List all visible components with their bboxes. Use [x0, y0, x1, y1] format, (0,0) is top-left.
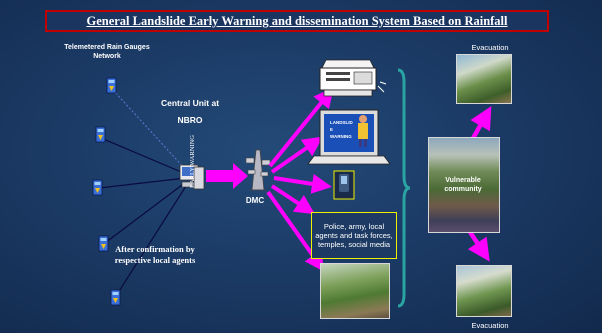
central-unit-label: Central Unit at NBRO: [160, 98, 220, 125]
gauge-link-5: [115, 185, 187, 297]
arrow-to-evacuation-top: [470, 106, 492, 142]
rain-gauge-icon: [95, 126, 106, 143]
rain-gauge-icon: [98, 235, 109, 252]
laptop-screen-text: LANDSLID: [330, 120, 353, 125]
arrow-to-laptop: [270, 136, 323, 174]
agents-label: Police, army, local agents and task forc…: [315, 222, 393, 249]
fax-icon: [319, 59, 387, 97]
field-agents-photo: [320, 263, 390, 319]
grouping-brace: [397, 68, 410, 308]
dmc-label: DMC: [245, 196, 265, 205]
tower-icon: [245, 149, 271, 191]
rain-gauge-icon: [110, 289, 121, 306]
title-box: General Landslide Early Warning and diss…: [45, 10, 549, 32]
evacuation-photo-bottom: [456, 265, 512, 317]
vulnerable-community-label: Vulnerable community: [444, 177, 482, 193]
laptop-screen-text-3: WARNING: [330, 134, 352, 139]
computer-icon: [179, 164, 205, 190]
early-warning-arrow: [206, 163, 248, 189]
gauge-link-4: [104, 181, 187, 244]
mobile-phone-icon: [333, 170, 355, 200]
laptop-screen-text-2: E: [330, 127, 333, 132]
evacuation-label-top: Evacuation: [471, 43, 509, 52]
early-warning-label: EARLY WARNING: [189, 135, 196, 188]
gauge-link-3: [98, 177, 187, 189]
arrow-to-evacuation-bottom: [467, 230, 490, 262]
evacuation-label-bottom: Evacuation: [471, 321, 509, 330]
arrow-to-agents: [270, 184, 316, 215]
rain-gauge-icon: [92, 179, 103, 196]
page-title: General Landslide Early Warning and diss…: [86, 13, 508, 28]
vulnerable-community-photo: [428, 137, 500, 233]
after-confirmation-label: After confirmation by respective local a…: [114, 244, 196, 265]
agents-box: Police, army, local agents and task forc…: [311, 212, 397, 259]
rain-gauge-icon: [106, 77, 117, 94]
gauge-link-2: [100, 137, 187, 175]
person-icon: [358, 115, 368, 147]
evacuation-photo-top: [456, 54, 512, 104]
gauges-label: Telemetered Rain Gauges Network: [64, 44, 150, 60]
laptop-icon: [307, 109, 391, 165]
arrow-to-fax: [268, 87, 334, 168]
arrow-to-mobile: [273, 173, 332, 194]
